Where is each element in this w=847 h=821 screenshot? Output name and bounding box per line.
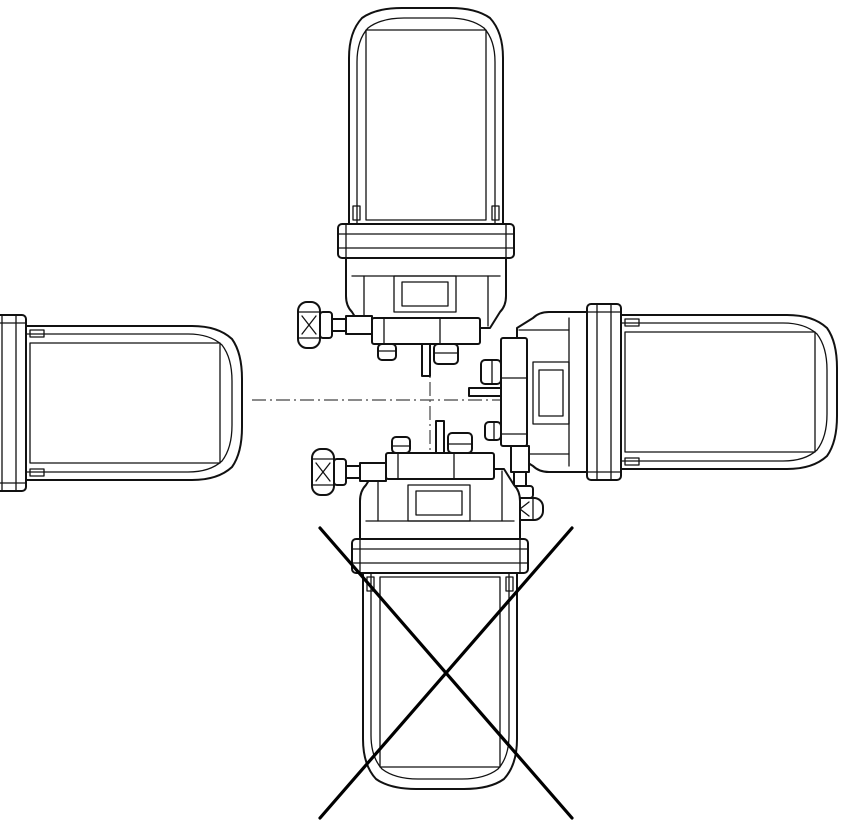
housing-inverted-view: [311, 420, 529, 790]
housing-upright-view: [297, 7, 515, 377]
housing-rotated-left-view: [0, 274, 243, 492]
housing-rotated-right-view: [468, 303, 838, 521]
not-allowed-cross-mark: [318, 526, 574, 820]
